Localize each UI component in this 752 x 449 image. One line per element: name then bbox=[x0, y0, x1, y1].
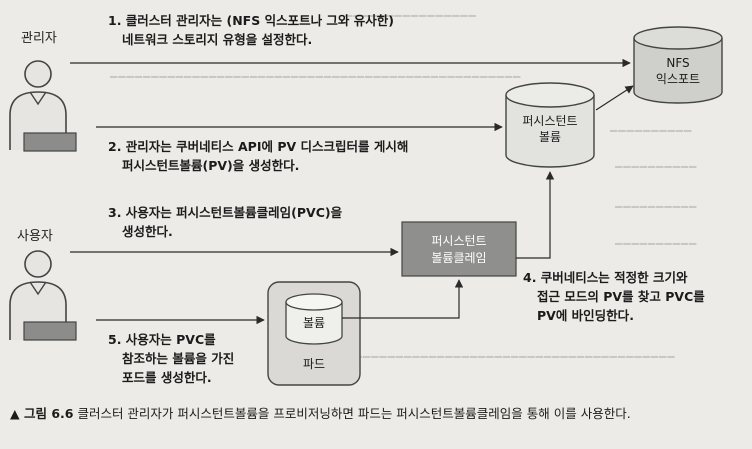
pv-label-line2: 볼륨 bbox=[539, 130, 561, 144]
user-role-label: 사용자 bbox=[17, 229, 53, 244]
step-1-line2: 네트워크 스토리지 유형을 설정한다. bbox=[122, 32, 313, 47]
figure-marker: ▲ 그림 6.6 bbox=[10, 406, 74, 421]
step-4-annotation: 4. 쿠버네티스는 적정한 크기와 접근 모드의 PV를 찾고 PVC를 PV에… bbox=[523, 268, 705, 325]
arrow-pv-to-nfs bbox=[595, 85, 634, 111]
step-1-annotation: 1. 클러스터 관리자는 (NFS 익스포트나 그와 유사한) 네트워크 스토리… bbox=[108, 11, 394, 49]
step-5-annotation: 5. 사용자는 PVC를 참조하는 볼륨을 가진 포드를 생성한다. bbox=[108, 330, 234, 387]
step-4-line3: PV에 바인딩한다. bbox=[537, 308, 634, 323]
arrow-pod-volume-to-pvc bbox=[342, 279, 464, 319]
pod-label: 파드 bbox=[303, 357, 325, 371]
arrow-pvc-to-pv bbox=[516, 171, 555, 259]
admin-role-label: 관리자 bbox=[21, 31, 57, 46]
user-person-icon bbox=[9, 250, 77, 341]
step-5-line1: 5. 사용자는 PVC를 bbox=[108, 332, 216, 347]
nfs-export-cylinder: NFS 익스포트 bbox=[633, 26, 723, 104]
arrows bbox=[70, 58, 634, 325]
step-2-annotation: 2. 관리자는 쿠버네티스 API에 PV 디스크립터를 게시해 퍼시스턴트볼륨… bbox=[108, 137, 408, 175]
nfs-label-line2: 익스포트 bbox=[656, 72, 700, 86]
pod-volume-cylinder: 볼륨 bbox=[285, 293, 343, 345]
admin-person-icon bbox=[9, 60, 77, 152]
pv-label-line1: 퍼시스턴트 bbox=[522, 114, 577, 128]
pvc-label-line2: 볼륨클레임 bbox=[431, 251, 486, 265]
step-5-line2: 참조하는 볼륨을 가진 bbox=[122, 351, 235, 366]
step-3-annotation: 3. 사용자는 퍼시스턴트볼륨클레임(PVC)을 생성한다. bbox=[108, 203, 342, 241]
persistent-volume-cylinder: 퍼시스턴트 볼륨 bbox=[505, 82, 595, 168]
step-2-line2: 퍼시스턴트볼륨(PV)을 생성한다. bbox=[122, 158, 300, 173]
step-4-line2: 접근 모드의 PV를 찾고 PVC를 bbox=[537, 289, 705, 304]
step-2-line1: 2. 관리자는 쿠버네티스 API에 PV 디스크립터를 게시해 bbox=[108, 139, 409, 154]
step-5-line3: 포드를 생성한다. bbox=[122, 370, 212, 385]
pod-volume-label: 볼륨 bbox=[303, 316, 325, 330]
pvc-box: 퍼시스턴트 볼륨클레임 bbox=[401, 221, 517, 277]
figure-caption: ▲ 그림 6.6 클러스터 관리자가 퍼시스턴트볼륨을 프로비저닝하면 파드는 … bbox=[10, 403, 745, 424]
nfs-label-line1: NFS bbox=[666, 56, 689, 70]
step-3-line1: 3. 사용자는 퍼시스턴트볼륨클레임(PVC)을 bbox=[108, 205, 343, 220]
step-1-line1: 1. 클러스터 관리자는 (NFS 익스포트나 그와 유사한) bbox=[108, 13, 394, 28]
step-3-line2: 생성한다. bbox=[122, 224, 173, 239]
figure-caption-text: 클러스터 관리자가 퍼시스턴트볼륨을 프로비저닝하면 파드는 퍼시스턴트볼륨클레… bbox=[73, 406, 631, 421]
step-4-line1: 4. 쿠버네티스는 적정한 크기와 bbox=[523, 270, 688, 285]
pvc-label-line1: 퍼시스턴트 bbox=[431, 234, 486, 248]
pod-box: 볼륨 파드 bbox=[267, 281, 361, 386]
